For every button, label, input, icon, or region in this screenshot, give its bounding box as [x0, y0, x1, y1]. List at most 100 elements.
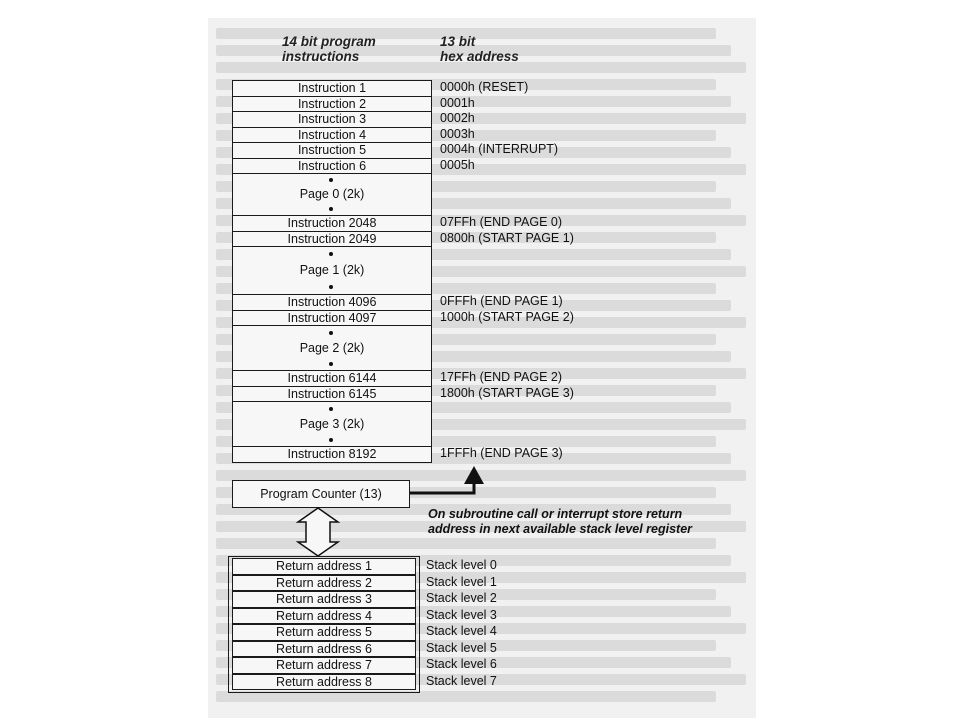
background-text-line	[216, 249, 731, 260]
background-text-line	[216, 436, 716, 447]
stack-level-label: Stack level 1	[426, 574, 497, 589]
ellipsis-dot	[329, 438, 333, 442]
background-text-line	[216, 351, 731, 362]
background-text-line	[216, 113, 746, 124]
page-label: Page 0 (2k)	[299, 187, 365, 201]
program-counter-box: Program Counter (13)	[232, 480, 410, 508]
stack-level-label: Stack level 6	[426, 657, 497, 671]
hex-address: 1000h (START PAGE 2)	[440, 309, 574, 324]
background-text-line	[216, 232, 716, 243]
background-text-line	[216, 62, 746, 73]
hex-address: 0FFFh (END PAGE 1)	[440, 294, 563, 308]
background-text-line	[216, 453, 731, 464]
page-1-block: Page 1 (2k)	[232, 246, 432, 295]
page-3-block: Page 3 (2k)	[232, 401, 432, 447]
return-address-cell: Return address 6	[232, 640, 416, 657]
ellipsis-dot	[329, 207, 333, 211]
scanned-page-background	[208, 18, 756, 718]
page-label: Page 1 (2k)	[299, 263, 365, 277]
page-label: Page 2 (2k)	[299, 341, 365, 355]
background-text-line	[216, 589, 716, 600]
background-text-line	[216, 470, 746, 481]
ellipsis-dot	[329, 331, 333, 335]
hex-address: 1800h (START PAGE 3)	[440, 385, 574, 400]
hex-address: 17FFh (END PAGE 2)	[440, 370, 563, 384]
instruction-cell: Instruction 3	[232, 111, 432, 128]
background-text-line	[216, 300, 731, 311]
background-text-line	[216, 215, 746, 226]
background-text-line	[216, 45, 731, 56]
background-text-line	[216, 164, 746, 175]
hex-address: 0004h (INTERRUPT)	[440, 142, 559, 156]
background-text-line	[216, 572, 746, 583]
instruction-cell: Instruction 8192	[232, 446, 432, 463]
background-text-line	[216, 28, 716, 39]
background-text-line	[216, 368, 746, 379]
hex-address: 0800h (START PAGE 1)	[440, 230, 574, 245]
hex-address: 07FFh (END PAGE 0)	[440, 215, 563, 229]
instruction-cell: Instruction 4	[232, 126, 432, 143]
background-text-line	[216, 266, 746, 277]
page-2-block: Page 2 (2k)	[232, 325, 432, 371]
background-text-line	[216, 283, 716, 294]
stack-level-label: Stack level 7	[426, 673, 497, 688]
background-text-line	[216, 96, 731, 107]
background-text-line	[216, 623, 746, 634]
arrow-head-icon	[464, 466, 484, 484]
return-address-cell: Return address 5	[232, 624, 416, 641]
background-text-line	[216, 130, 716, 141]
return-address-cell: Return address 4	[232, 607, 416, 624]
pc-to-memory-arrow	[410, 482, 476, 495]
stack-level-label: Stack level 2	[426, 591, 497, 605]
background-text-line	[216, 640, 716, 651]
return-address-cell: Return address 8	[232, 673, 416, 690]
background-text-line	[216, 385, 716, 396]
stack-level-label: Stack level 0	[426, 558, 497, 572]
stack-level-label: Stack level 4	[426, 624, 497, 638]
hex-address: 0001h	[440, 95, 475, 110]
background-text-line	[216, 674, 746, 685]
ellipsis-dot	[329, 407, 333, 411]
background-text-line	[216, 657, 731, 668]
ellipsis-dot	[329, 252, 333, 256]
background-text-line	[216, 555, 731, 566]
instruction-cell: Instruction 5	[232, 142, 432, 159]
stack-level-label: Stack level 5	[426, 640, 497, 655]
background-text-line	[216, 181, 716, 192]
stack-container	[228, 556, 420, 693]
background-text-line	[216, 147, 731, 158]
instruction-cell: Instruction 2049	[232, 230, 432, 247]
stack-level-label: Stack level 3	[426, 607, 497, 622]
background-text-line	[216, 504, 731, 515]
stack-note: On subroutine call or interrupt store re…	[428, 507, 693, 536]
page-label: Page 3 (2k)	[299, 417, 365, 431]
background-text-line	[216, 606, 731, 617]
address-header: 13 bit hex address	[440, 34, 519, 64]
instruction-cell: Instruction 6144	[232, 370, 432, 387]
hex-address: 1FFFh (END PAGE 3)	[440, 446, 563, 460]
background-text-line	[216, 521, 746, 532]
return-address-cell: Return address 2	[232, 574, 416, 591]
background-text-line	[216, 334, 716, 345]
background-text-line	[216, 317, 746, 328]
instructions-header: 14 bit program instructions	[282, 34, 376, 64]
double-arrow-icon	[295, 507, 341, 557]
background-text-line	[216, 538, 716, 549]
ellipsis-dot	[329, 285, 333, 289]
return-address-cell: Return address 1	[232, 558, 416, 575]
hex-address: 0003h	[440, 126, 475, 141]
return-address-cell: Return address 7	[232, 657, 416, 674]
hex-address: 0002h	[440, 111, 475, 125]
hex-address: 0000h (RESET)	[440, 80, 529, 94]
page-0-block: Page 0 (2k)	[232, 173, 432, 216]
ellipsis-dot	[329, 362, 333, 366]
background-text-line	[216, 402, 731, 413]
background-text-line	[216, 691, 716, 702]
background-text-line	[216, 198, 731, 209]
hex-address: 0005h	[440, 157, 475, 172]
background-text-line	[216, 79, 716, 90]
return-address-cell: Return address 3	[232, 591, 416, 608]
ellipsis-dot	[329, 178, 333, 182]
background-text-line	[216, 419, 746, 430]
instruction-cell: Instruction 4097	[232, 309, 432, 326]
